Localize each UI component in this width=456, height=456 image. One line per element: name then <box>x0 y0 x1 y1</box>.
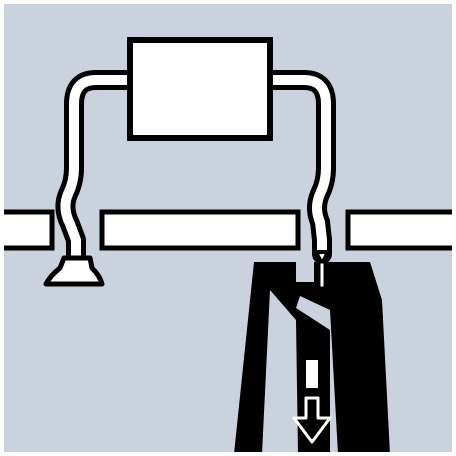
waste-capsule <box>302 356 322 392</box>
horizontal-bar-left <box>0 209 55 251</box>
horizontal-bar-center <box>99 209 301 251</box>
right-siphon-hose <box>258 70 336 290</box>
central-unit-box <box>127 37 273 141</box>
horizontal-bar-right <box>345 209 456 251</box>
suction-cup-nozzle <box>43 255 105 287</box>
down-arrow <box>292 396 332 444</box>
left-siphon-hose <box>55 70 142 272</box>
